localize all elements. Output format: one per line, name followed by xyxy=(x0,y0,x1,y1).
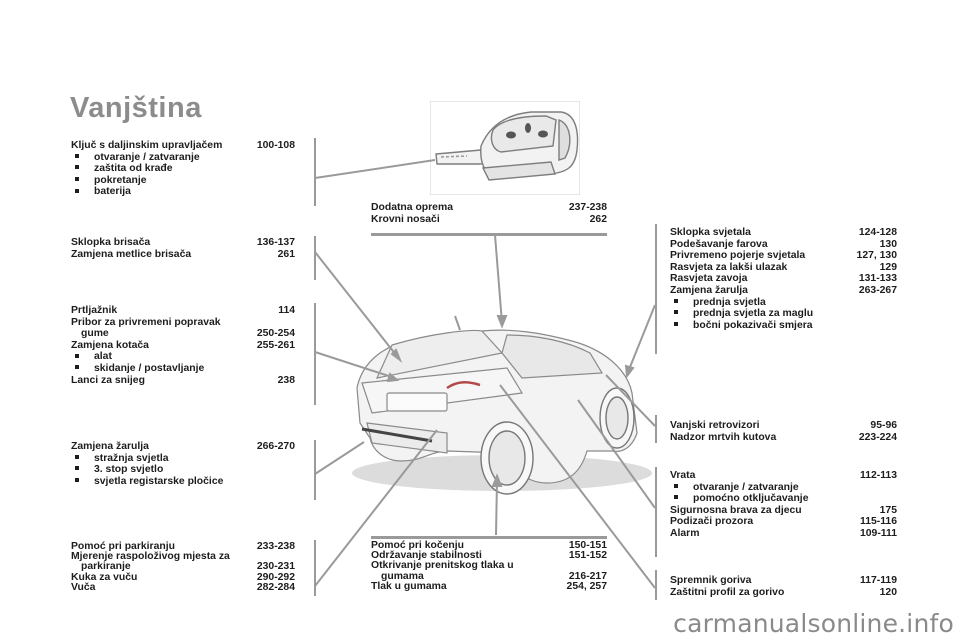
bullet-item: prednja svjetla za maglu xyxy=(670,308,897,320)
bullet-item: otvaranje / zatvaranje xyxy=(71,152,295,164)
accessories-row: Dodatna oprema 237-238 xyxy=(371,202,607,213)
keys-heading-row: Ključ s daljinskim upravljačem 100-108 xyxy=(71,140,295,152)
car-image xyxy=(332,293,656,503)
accessories-section: Dodatna oprema 237-238 Krovni nosači 262 xyxy=(371,202,607,225)
keys-label: Ključ s daljinskim upravljačem xyxy=(71,140,223,151)
leader-bar xyxy=(314,540,316,596)
leader-bar xyxy=(655,224,657,354)
page-title: Vanjština xyxy=(70,92,202,124)
leader-bar xyxy=(314,138,316,206)
bullet-item: svjetla registarske pločice xyxy=(71,476,295,488)
wipers-row: Sklopka brisača 136-137 xyxy=(71,237,295,248)
key-fob-image xyxy=(430,101,580,195)
leader-bar xyxy=(314,303,316,405)
rear-bulbs-section: Zamjena žarulja 266-270 stražnja svjetla… xyxy=(71,441,295,487)
rear-bulbs-heading: Zamjena žarulja 266-270 xyxy=(71,441,295,452)
bullet-item: stražnja svjetla xyxy=(71,453,295,465)
wipers-section: Sklopka brisača 136-137 Zamjena metlice … xyxy=(71,237,295,260)
towing-row: Vuča 282-284 xyxy=(71,581,295,593)
leader-bar xyxy=(655,570,657,600)
watermark-text: carmanualsonline.info xyxy=(673,609,954,638)
roof-bars-row: Krovni nosači 262 xyxy=(371,213,607,225)
leader-bar xyxy=(655,467,657,557)
bullet-item: 3. stop svjetlo xyxy=(71,464,295,476)
car-rear-view-icon xyxy=(352,329,652,495)
bullet-item: bočni pokazivači smjera xyxy=(670,320,897,332)
bullet-item: otvaranje / zatvaranje xyxy=(670,482,897,494)
bullet-item: alat xyxy=(71,351,295,363)
leader-bar xyxy=(655,415,657,443)
leader-bar xyxy=(314,236,316,280)
tyre-kit-row: Pribor za privremeni popravak xyxy=(71,316,221,328)
tyre-pressure-detect-row: Otkrivanje prenitskog tlaka u xyxy=(371,560,514,572)
bullet-item: skidanje / postavljanje xyxy=(71,363,295,375)
keys-section: Ključ s daljinskim upravljačem 100-108 o… xyxy=(71,140,295,198)
parking-space-row-cont: parkiranje 230-231 xyxy=(81,561,295,573)
bullet-item: prednja svjetla xyxy=(670,297,897,309)
parking-row: Pomoć pri parkiranju 233-238 xyxy=(71,541,295,552)
bullet-item: pomoćno otključavanje xyxy=(670,493,897,505)
bullet-item: baterija xyxy=(71,186,295,198)
leader-bar xyxy=(371,536,607,539)
wheel-change-row: Zamjena kotača 255-261 xyxy=(71,339,295,351)
trunk-row: Prtljažnik 114 xyxy=(71,305,295,316)
towbar-row: Kuka za vuču 290-292 xyxy=(71,571,295,583)
bullet-item: zaštita od krađe xyxy=(71,163,295,175)
wipers-row: Zamjena metlice brisača 261 xyxy=(71,248,295,260)
snow-chains-row: Lanci za snijeg 238 xyxy=(71,374,295,386)
trunk-section: Prtljažnik 114 Pribor za privremeni popr… xyxy=(71,305,295,386)
tyre-kit-row-cont: gume 250-254 xyxy=(81,328,295,340)
parking-space-row: Mjerenje raspoloživog mjesta za xyxy=(71,551,230,563)
leader-bar xyxy=(371,233,607,236)
parking-section: Pomoć pri parkiranju 233-238 Mjerenje ra… xyxy=(71,541,295,593)
remote-key-icon xyxy=(435,111,579,181)
bullet-item: pokretanje xyxy=(71,175,295,187)
leader-bar xyxy=(314,440,316,500)
keys-pages[interactable]: 100-108 xyxy=(256,140,295,151)
